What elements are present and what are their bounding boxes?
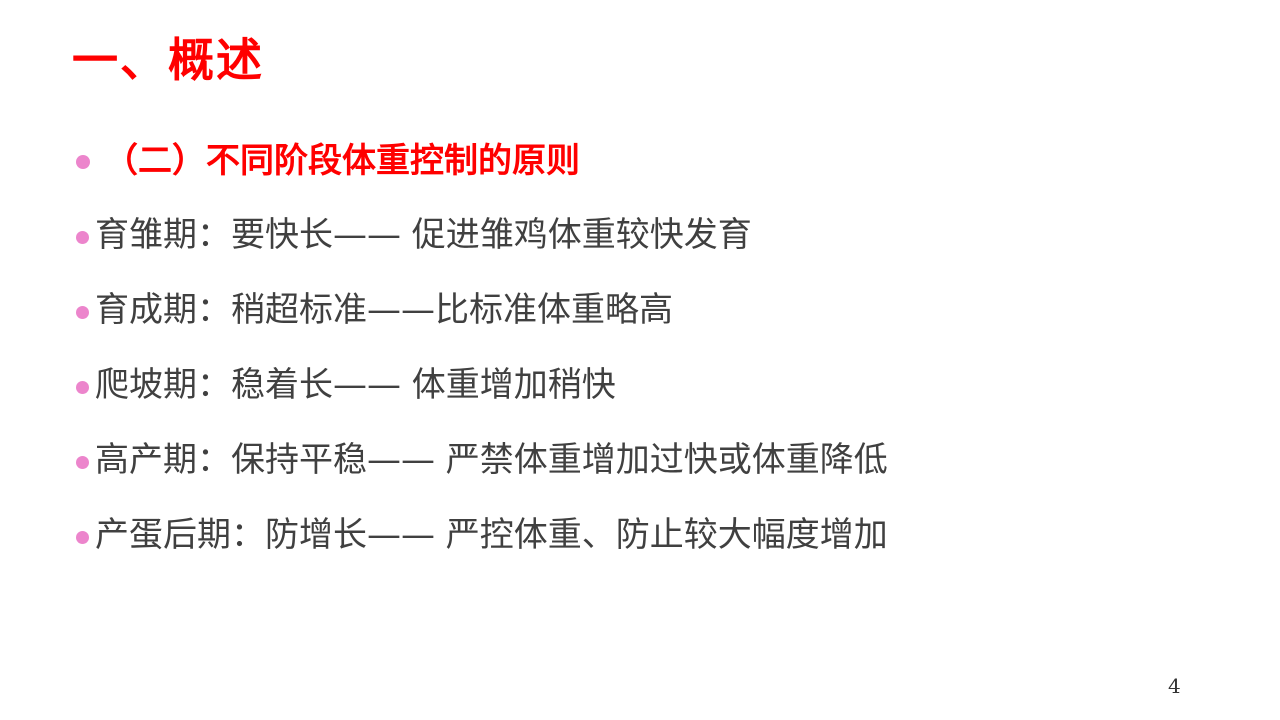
bullet-icon	[76, 305, 89, 319]
bullet-icon	[76, 455, 89, 469]
list-item: 育雏期：要快长—— 促进雏鸡体重较快发育	[76, 210, 888, 260]
list-item-text: 高产期：保持平稳—— 严禁体重增加过快或体重降低	[95, 440, 888, 480]
page-number: 4	[1168, 674, 1181, 698]
bullet-icon	[76, 230, 89, 244]
list-item: 产蛋后期：防增长—— 严控体重、防止较大幅度增加	[76, 510, 888, 560]
bullet-icon	[76, 155, 90, 169]
list-item-text: 产蛋后期：防增长—— 严控体重、防止较大幅度增加	[95, 515, 888, 555]
slide-title: 一、概述	[72, 33, 264, 87]
bullet-icon	[76, 530, 89, 544]
list-item: 高产期：保持平稳—— 严禁体重增加过快或体重降低	[76, 435, 888, 485]
list-item: 育成期：稍超标准——比标准体重略高	[76, 285, 888, 335]
list-item-text: 育成期：稍超标准——比标准体重略高	[95, 290, 673, 330]
bullet-list: 育雏期：要快长—— 促进雏鸡体重较快发育 育成期：稍超标准——比标准体重略高 爬…	[76, 210, 888, 585]
section-subtitle: （二）不同阶段体重控制的原则	[76, 136, 580, 186]
list-item-text: 爬坡期：稳着长—— 体重增加稍快	[95, 365, 616, 405]
bullet-icon	[76, 380, 89, 394]
list-item-text: 育雏期：要快长—— 促进雏鸡体重较快发育	[95, 215, 752, 255]
list-item: 爬坡期：稳着长—— 体重增加稍快	[76, 360, 888, 410]
subtitle-text: （二）不同阶段体重控制的原则	[104, 141, 580, 181]
